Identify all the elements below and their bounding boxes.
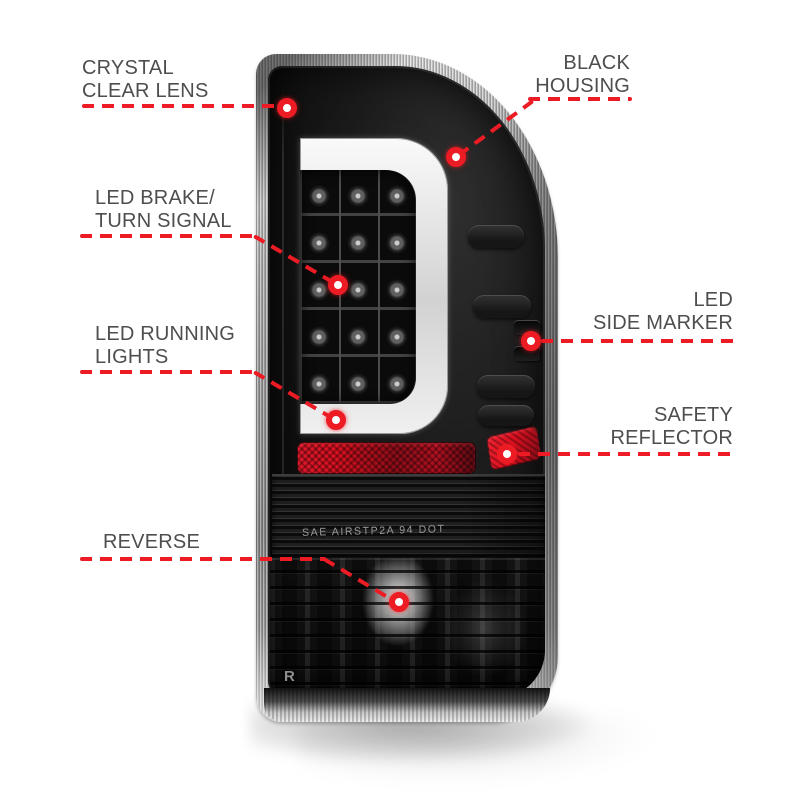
callout-line-black-housing	[528, 97, 632, 101]
callout-line-led-brake	[80, 234, 256, 238]
led-brake-grid	[300, 170, 416, 404]
callout-dot-reverse	[389, 592, 409, 612]
callout-dot-safety-reflector	[497, 444, 517, 464]
housing-slat	[473, 295, 531, 318]
callout-dot-side-marker	[521, 331, 541, 351]
housing-slat	[477, 375, 535, 398]
callout-label-reverse: REVERSE	[103, 531, 200, 553]
callout-dot-crystal-clear-lens	[277, 98, 297, 118]
lens-highlight-line	[282, 86, 284, 682]
callout-dot-led-brake	[328, 275, 348, 295]
callout-label-led-side-marker: LED SIDE MARKER	[592, 289, 733, 334]
callout-label-led-running-lights: LED RUNNING LIGHTS	[95, 323, 235, 368]
running-light-reflector-strip	[297, 442, 476, 474]
callout-line-crystal-clear-lens	[82, 104, 280, 108]
callout-line-safety-reflector	[518, 452, 734, 456]
callout-label-crystal-clear-lens: CRYSTAL CLEAR LENS	[82, 57, 209, 102]
callout-label-led-brake-turn-signal: LED BRAKE/ TURN SIGNAL	[95, 187, 232, 232]
callout-line-reverse	[80, 557, 326, 561]
lamp-floor-reflection	[300, 715, 660, 785]
callout-label-safety-reflector: SAFETY REFLECTOR	[610, 404, 733, 449]
ribbed-lens-band: SAE AIRSTP2A 94 DOT	[272, 474, 545, 560]
callout-line-led-running	[80, 370, 256, 374]
callout-label-black-housing: BLACK HOUSING	[535, 52, 630, 97]
callout-line-side-marker	[541, 339, 734, 343]
housing-slat	[468, 225, 524, 248]
housing-slat	[478, 405, 534, 426]
callout-dot-black-housing	[446, 147, 466, 167]
callout-dot-led-running	[326, 410, 346, 430]
reverse-light-section: R	[270, 558, 545, 698]
bottom-clear-lens-band	[264, 688, 550, 722]
lens-marking-text: SAE AIRSTP2A 94 DOT	[301, 523, 446, 540]
reverse-lens-letter: R	[284, 668, 295, 685]
